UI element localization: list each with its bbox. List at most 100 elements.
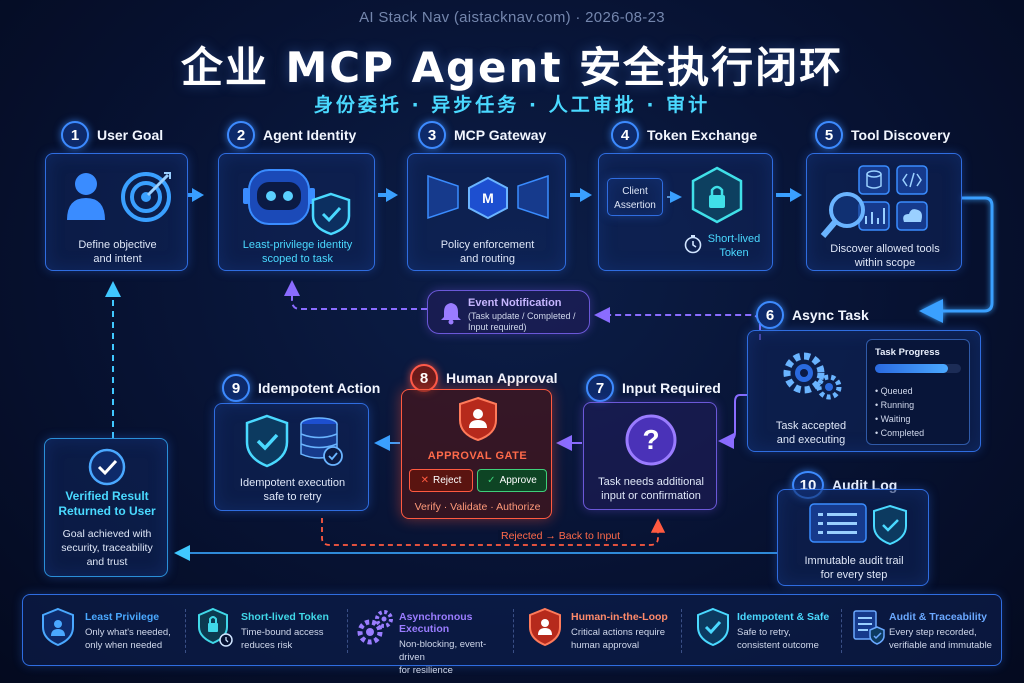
- step-number: 3: [418, 121, 446, 149]
- step-desc: input or confirmation: [601, 490, 701, 502]
- feature-desc: consistent outcome: [737, 640, 819, 651]
- arrow-3-4: [570, 188, 592, 202]
- check-circle-icon: [88, 448, 126, 486]
- step-desc: Idempotent execution: [239, 477, 346, 489]
- step-desc: Task accepted: [775, 420, 847, 432]
- approval-gate-label: APPROVAL GATE: [427, 450, 528, 462]
- event-desc: Input required): [468, 322, 527, 332]
- progress-title: Task Progress: [875, 347, 940, 358]
- step-title: Async Task: [792, 307, 869, 323]
- shield-user-icon: [42, 607, 74, 647]
- event-desc: (Task update / Completed /: [468, 311, 576, 321]
- reject-button[interactable]: ✕ Reject: [409, 469, 473, 492]
- progress-state: • Waiting: [875, 414, 911, 424]
- step-number: 9: [222, 374, 250, 402]
- approve-button[interactable]: ✓ Approve: [477, 469, 547, 492]
- rejected-loop-label: Rejected → Back to Input: [498, 530, 624, 542]
- progress-state: • Completed: [875, 428, 925, 438]
- result-title: Verified Result: [65, 489, 149, 503]
- feature-desc: verifiable and immutable: [889, 640, 992, 651]
- feature-async-execution: Asynchronous Execution Non-blocking, eve…: [357, 605, 511, 676]
- result-desc: Goal achieved with: [62, 528, 152, 540]
- idempotent-action-card[interactable]: Idempotent execution safe to retry: [214, 403, 369, 511]
- lock-timer-icon: [198, 607, 233, 647]
- feature-title: Asynchronous Execution: [399, 611, 473, 635]
- step-3-header: 3 MCP Gateway: [418, 121, 546, 149]
- user-goal-card[interactable]: Define objective and intent: [45, 153, 188, 271]
- gears-icon: [357, 610, 393, 645]
- feature-desc: Critical actions require: [571, 627, 665, 638]
- step-9-header: 9 Idempotent Action: [222, 374, 380, 402]
- mcp-gateway-card[interactable]: M Policy enforcement and routing: [407, 153, 566, 271]
- token-label: Token: [719, 247, 749, 259]
- shield-database-icon: [245, 414, 343, 468]
- step-title: Input Required: [622, 380, 721, 396]
- token-exchange-card[interactable]: Client Assertion Short-lived Token: [598, 153, 773, 271]
- step-title: Idempotent Action: [258, 380, 381, 396]
- arrow-event-2: [284, 280, 427, 310]
- gateway-icon: [427, 174, 549, 220]
- reject-label: Reject: [433, 475, 462, 486]
- step-title: User Goal: [97, 127, 164, 143]
- arrow-6-7: [718, 394, 747, 449]
- event-title: Event Notification: [468, 297, 562, 309]
- step-title: MCP Gateway: [454, 127, 547, 143]
- step-7-header: 7 Input Required: [586, 374, 721, 402]
- step-8-header: 8 Human Approval: [410, 364, 558, 392]
- async-task-card[interactable]: Task accepted and executing Task Progres…: [747, 330, 981, 452]
- feature-desc: only when needed: [85, 640, 163, 651]
- step-6-header: 6 Async Task: [756, 301, 869, 329]
- progress-states: • Queued• Running• Waiting• Completed: [875, 384, 924, 440]
- shield-person-icon: [459, 396, 497, 442]
- step-desc: safe to retry: [263, 491, 322, 503]
- step-desc: Task needs additional: [598, 476, 704, 488]
- step-desc: Immutable audit trail: [804, 555, 904, 567]
- feature-desc: reduces risk: [241, 640, 293, 651]
- audit-list-icon: [853, 610, 885, 645]
- human-approval-card[interactable]: APPROVAL GATE ✕ Reject ✓ Approve Verify …: [401, 389, 552, 519]
- tool-discovery-card[interactable]: Discover allowed tools within scope: [806, 153, 962, 271]
- client-assertion-box: Client Assertion: [607, 178, 663, 216]
- feature-human-in-the-loop: Human-in-the-Loop Critical actions requi…: [529, 605, 679, 659]
- page-title: 企业 MCP Agent 安全执行闭环: [180, 43, 844, 92]
- client-label: Assertion: [614, 200, 656, 211]
- approve-label: Approve: [499, 475, 537, 486]
- client-label: Client: [622, 186, 648, 197]
- task-progress-panel: Task Progress • Queued• Running• Waiting…: [866, 339, 970, 445]
- shield-check-icon: [697, 607, 729, 647]
- step-number: 2: [227, 121, 255, 149]
- arrow-6-event: [594, 307, 761, 340]
- feature-desc: Safe to retry,: [737, 627, 791, 638]
- user-target-icon: [67, 172, 171, 222]
- verified-result-card[interactable]: Verified Result Returned to User Goal ac…: [44, 438, 168, 577]
- progress-state: • Queued: [875, 386, 913, 396]
- step-desc: and routing: [459, 253, 516, 265]
- step-title: Human Approval: [446, 370, 558, 386]
- step-desc: for every step: [820, 569, 888, 581]
- tools-search-icon: [820, 165, 928, 238]
- step-title: Token Exchange: [647, 127, 758, 143]
- arrow-rejected: [321, 518, 666, 546]
- step-title: Tool Discovery: [851, 127, 951, 143]
- x-icon: ✕: [420, 475, 430, 486]
- step-desc: Policy enforcement: [440, 239, 535, 251]
- question-icon: ?: [625, 414, 677, 466]
- feature-desc: Only what's needed,: [85, 627, 171, 638]
- arrow-2-3: [378, 188, 398, 202]
- audit-log-card[interactable]: Immutable audit trail for every step: [777, 489, 929, 586]
- step-number: 4: [611, 121, 639, 149]
- token-label: Short-lived: [707, 233, 761, 245]
- arrow-1-2: [188, 188, 204, 202]
- check-icon: ✓: [487, 475, 496, 486]
- event-notification[interactable]: Event Notification (Task update / Comple…: [427, 290, 590, 334]
- step-number: 6: [756, 301, 784, 329]
- step-number: 5: [815, 121, 843, 149]
- svg-text:?: ?: [642, 424, 659, 455]
- input-required-card[interactable]: ? Task needs additional input or confirm…: [583, 402, 717, 510]
- step-2-header: 2 Agent Identity: [227, 121, 356, 149]
- feature-least-privilege: Least Privilege Only what's needed,only …: [41, 605, 183, 659]
- feature-title: Short-lived Token: [241, 611, 329, 623]
- timer-icon: [684, 235, 702, 254]
- agent-identity-card[interactable]: Least-privilege identity scoped to task: [218, 153, 375, 271]
